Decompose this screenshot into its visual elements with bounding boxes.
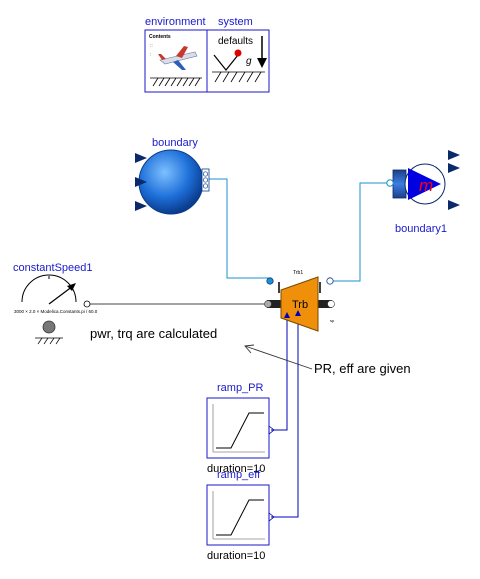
given-note: PR, eff are given bbox=[314, 361, 411, 376]
ramp-eff-label: ramp_eff bbox=[217, 469, 261, 481]
fluid-connection-lines[interactable] bbox=[207, 178, 390, 282]
system-defaults-text: defaults bbox=[218, 36, 253, 47]
ramp-eff-output-port[interactable] bbox=[268, 512, 275, 522]
boundary1-component[interactable]: m bbox=[386, 150, 460, 210]
constant-speed-label: constantSpeed1 bbox=[13, 262, 93, 274]
red-dot-icon bbox=[234, 49, 242, 57]
turbine-port-label: sp bbox=[330, 318, 335, 323]
boundary-component[interactable] bbox=[135, 149, 210, 215]
turbine-pr-input-port[interactable] bbox=[284, 312, 290, 318]
note-arrow-icon bbox=[244, 344, 313, 370]
turbine-label: Trb bbox=[292, 299, 308, 311]
constant-speed-component[interactable]: 3000 × 2.0 × Modelica.Constants.pi / 60.… bbox=[14, 274, 98, 345]
ground-hatch-icon bbox=[150, 77, 202, 87]
ramp-pr-label: ramp_PR bbox=[217, 382, 264, 394]
ramp-pr-param: duration=10 bbox=[207, 463, 265, 475]
turbine-outlet-port[interactable] bbox=[326, 277, 334, 285]
turbine-instance-label: Trb1 bbox=[293, 270, 303, 276]
constant-speed-flange-port[interactable] bbox=[83, 300, 91, 308]
boundary-input-port-1[interactable] bbox=[135, 153, 147, 163]
system-ground-hatch-icon bbox=[212, 71, 265, 83]
ramp-pr-output-port[interactable] bbox=[268, 425, 275, 435]
svg-text:::: :: bbox=[150, 43, 153, 49]
turbine-shaft-right[interactable] bbox=[318, 300, 332, 308]
ramp-eff-param: duration=10 bbox=[207, 550, 265, 562]
boundary1-label: boundary1 bbox=[395, 223, 447, 235]
boundary-fluid-ports[interactable] bbox=[201, 168, 210, 192]
turbine-component[interactable]: Trb sp bbox=[264, 276, 336, 332]
mass-flow-symbol: m bbox=[419, 176, 433, 195]
boundary1-input-port-2[interactable] bbox=[448, 163, 460, 173]
ramp-pr-block[interactable] bbox=[206, 397, 275, 459]
system-label: system bbox=[218, 16, 253, 28]
system-block[interactable]: defaults g bbox=[206, 29, 270, 93]
constant-speed-param-text: 3000 × 2.0 × Modelica.Constants.pi / 60.… bbox=[14, 309, 98, 314]
turbine-eff-input-port[interactable] bbox=[295, 310, 301, 316]
calculated-note: pwr, trq are calculated bbox=[90, 326, 217, 341]
ramp-eff-block[interactable] bbox=[206, 484, 275, 546]
boundary1-input-port-3[interactable] bbox=[448, 200, 460, 210]
boundary-label: boundary bbox=[152, 137, 198, 149]
ramp-eff-signal-line bbox=[271, 312, 299, 518]
environment-contents-text: Contents bbox=[149, 34, 171, 40]
gravity-symbol: g bbox=[246, 56, 252, 67]
boundary1-fluid-port[interactable] bbox=[386, 179, 394, 187]
ramp-pr-signal-line bbox=[271, 315, 288, 431]
boundary-input-port-2[interactable] bbox=[135, 177, 147, 187]
gravity-arrow-icon bbox=[257, 36, 267, 68]
environment-block[interactable]: Contents :: : bbox=[144, 29, 208, 93]
boundary-input-port-3[interactable] bbox=[135, 201, 147, 211]
boundary1-input-port-1[interactable] bbox=[448, 150, 460, 160]
boundary-to-turbine-line bbox=[207, 178, 271, 281]
airplane-icon bbox=[158, 46, 198, 70]
environment-label: environment bbox=[145, 16, 206, 28]
signal-lines[interactable] bbox=[271, 312, 299, 518]
turbine-shaft-left[interactable] bbox=[267, 300, 281, 308]
turbine-inlet-port[interactable] bbox=[266, 277, 274, 285]
svg-text::: : bbox=[150, 52, 151, 58]
turbine-to-boundary1-line bbox=[330, 182, 390, 282]
